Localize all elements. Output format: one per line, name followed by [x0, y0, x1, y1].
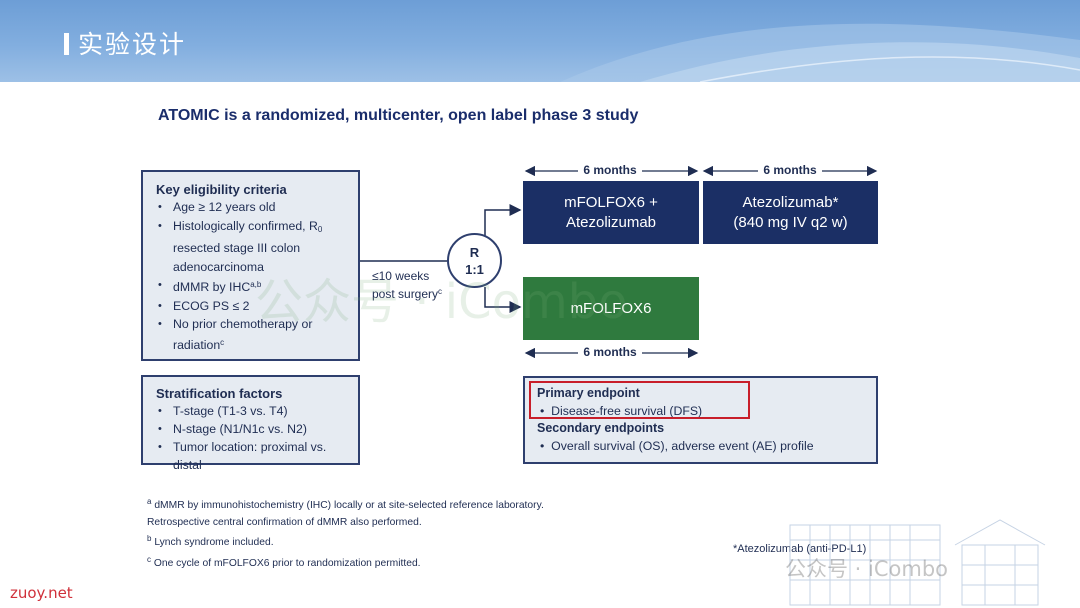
- primary-endpoint-highlight: [529, 381, 750, 419]
- stratification-heading: Stratification factors: [156, 386, 283, 401]
- list-item: • Overall survival (OS), adverse event (…: [540, 439, 814, 453]
- header-banner: 实验设计: [0, 0, 1080, 82]
- list-item: Age ≥ 12 years old: [156, 198, 358, 217]
- list-item: • Disease-free survival (DFS): [540, 404, 703, 418]
- eligibility-criteria-box: Key eligibility criteria Age ≥ 12 years …: [141, 170, 360, 361]
- control-arm-box: mFOLFOX6: [523, 277, 699, 340]
- duration-label: 6 months: [583, 163, 637, 177]
- slide-title: ATOMIC is a randomized, multicenter, ope…: [158, 107, 639, 124]
- combo-arm-box: mFOLFOX6 +Atezolizumab: [523, 181, 699, 244]
- page-title: 实验设计: [78, 30, 187, 59]
- arrow-to-combo-arm: [484, 204, 522, 236]
- list-item: Tumor location: proximal vs. distal: [156, 438, 358, 474]
- drug-footnote: *Atezolizumab (anti-PD-L1): [733, 543, 867, 555]
- stratification-factors-box: Stratification factors T-stage (T1-3 vs.…: [141, 375, 360, 472]
- list-item: dMMR by IHCa,b: [156, 276, 358, 297]
- timing-label: ≤10 weeks post surgeryc: [372, 269, 443, 301]
- header-wave-decoration: [560, 23, 1080, 82]
- primary-endpoint-heading: Primary endpoint: [537, 386, 640, 400]
- list-item: N-stage (N1/N1c vs. N2): [156, 420, 358, 438]
- duration-label: 6 months: [763, 163, 817, 177]
- header-accent-bar: [64, 33, 69, 55]
- eligibility-list: Age ≥ 12 years old Histologically confir…: [156, 198, 358, 354]
- maintenance-arm-box: Atezolizumab*(840 mg IV q2 w): [703, 181, 878, 244]
- secondary-endpoint-heading: Secondary endpoints: [537, 421, 665, 435]
- building-illustration: [789, 519, 1046, 606]
- site-watermark: zuoy.net: [10, 584, 73, 602]
- arrow-to-control-arm: [484, 287, 522, 313]
- list-item: ECOG PS ≤ 2: [156, 297, 358, 316]
- footnotes: a dMMR by immunohistochemistry (IHC) loc…: [147, 497, 544, 569]
- duration-label: 6 months: [583, 345, 637, 359]
- eligibility-heading: Key eligibility criteria: [156, 182, 287, 197]
- watermark-corner: 公众号 · iCombo: [785, 557, 949, 581]
- list-item: No prior chemotherapy or radiationc: [156, 315, 358, 354]
- watermark-center: 公众号 · iCombo: [255, 274, 628, 330]
- list-item: T-stage (T1-3 vs. T4): [156, 402, 358, 420]
- randomization-circle: R 1:1: [447, 233, 502, 288]
- endpoints-box: Primary endpoint • Disease-free survival…: [523, 376, 878, 464]
- stratification-list: T-stage (T1-3 vs. T4) N-stage (N1/N1c vs…: [156, 402, 358, 474]
